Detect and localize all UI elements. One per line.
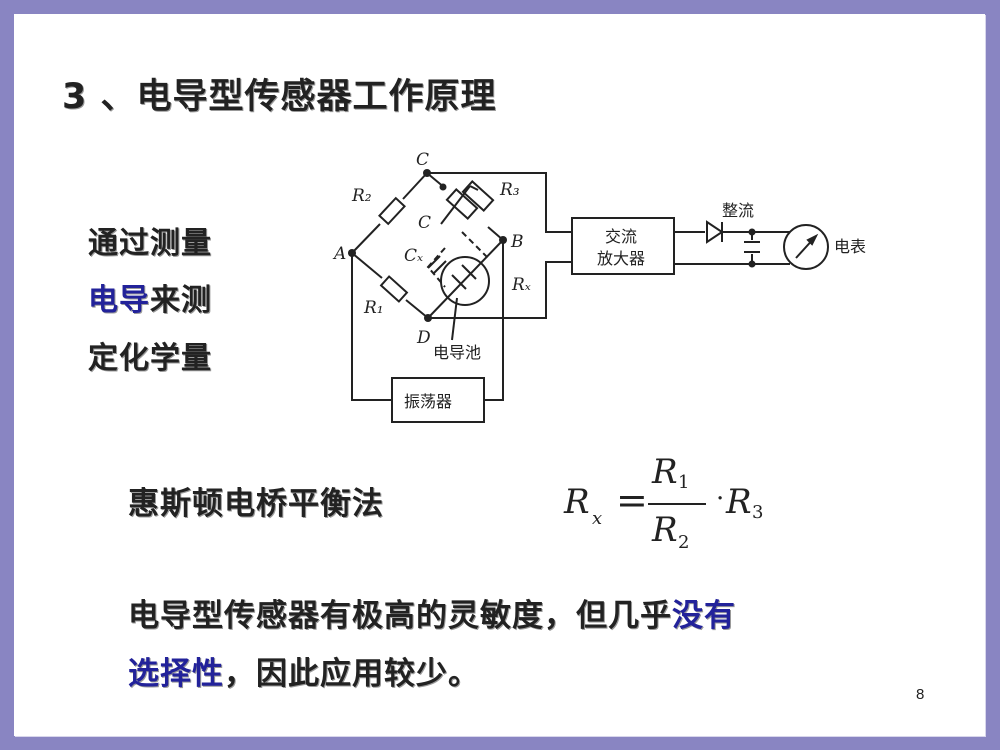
fraction-bar	[648, 503, 706, 505]
r3-label: R₃	[499, 180, 520, 200]
oscillator-label: 振荡器	[404, 392, 452, 411]
slide-title: 3 、电导型传感器工作原理	[62, 77, 497, 117]
cell-label: 电导池	[433, 343, 481, 362]
formula-numerator: R	[652, 452, 678, 492]
side-text-rest: 来测	[150, 283, 212, 318]
rx-label: Rₓ	[511, 275, 531, 295]
cx-label: Cₓ	[404, 246, 423, 266]
r1-label: R₁	[363, 298, 384, 318]
node-a-label: A	[332, 244, 346, 264]
formula-rhs: R	[726, 482, 752, 522]
slide-canvas	[14, 14, 985, 736]
amp-label-1: 交流	[605, 227, 637, 246]
formula: R x = R 1 R 2 · R 3	[552, 452, 792, 562]
rectifier-label: 整流	[722, 201, 754, 220]
side-text-highlight: 电导	[88, 283, 150, 318]
page-number: 8	[916, 686, 925, 703]
formula-lhs: R	[564, 482, 590, 522]
amp-label-2: 放大器	[597, 249, 645, 268]
note-line-1-text: 电导型传感器有极高的灵敏度，但几乎	[128, 598, 672, 634]
side-text-line-3: 定化学量	[88, 341, 212, 376]
formula-equals: =	[616, 478, 648, 522]
c-label: C	[418, 213, 431, 233]
note-highlight-1: 没有	[672, 598, 736, 634]
note-highlight-2: 选择性	[128, 656, 224, 692]
formula-rhs-sub: 3	[752, 502, 764, 523]
formula-denominator-sub: 2	[678, 532, 690, 553]
formula-numerator-sub: 1	[678, 472, 690, 493]
side-text-line-2: 电导来测	[88, 275, 212, 319]
side-text-line-1: 通过测量	[88, 226, 212, 261]
formula-denominator: R	[652, 510, 678, 550]
note-line-2: 选择性，因此应用较少。	[128, 648, 480, 693]
node-d-label: D	[416, 328, 431, 348]
meter-label: 电表	[834, 237, 866, 256]
note-line-2-text: ，因此应用较少。	[224, 656, 480, 692]
note-line-1: 电导型传感器有极高的灵敏度，但几乎没有	[128, 590, 736, 635]
r2-label: R₂	[351, 186, 372, 206]
method-label: 惠斯顿电桥平衡法	[128, 486, 384, 522]
formula-lhs-sub: x	[592, 508, 603, 529]
formula-dot: ·	[716, 484, 725, 514]
node-c-label: C	[416, 150, 429, 170]
node-b-label: B	[510, 232, 524, 252]
